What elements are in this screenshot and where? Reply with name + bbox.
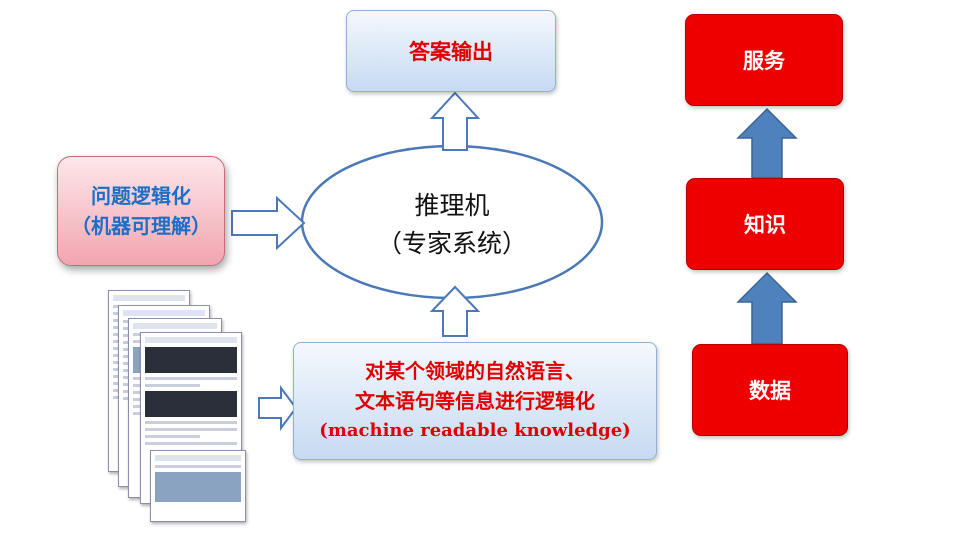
solid-arrow-knowledge-to-service [736,107,798,179]
hollow-arrow-right-to-logic [258,385,298,431]
solid-arrow-data-to-knowledge [736,271,798,345]
answer-output-label: 答案输出 [409,40,493,64]
inference-engine-title: 推理机 [414,191,490,220]
data-box: 数据 [692,344,848,436]
service-label: 服务 [743,49,785,73]
knowledge-label: 知识 [744,213,786,237]
data-label: 数据 [749,379,791,403]
document-page [150,450,246,522]
problem-logic-title: 问题逻辑化 [91,184,191,208]
answer-output-box: 答案输出 [346,10,556,92]
problem-logic-box: 问题逻辑化 （机器可理解） [57,156,225,266]
hollow-arrow-up-to-answer [429,91,481,151]
service-box: 服务 [685,14,843,106]
hollow-arrow-right-to-engine [231,195,306,251]
inference-engine-subtitle: （专家系统） [376,229,527,258]
hollow-arrow-up-to-engine [429,285,481,337]
knowledge-logic-box: 对某个领域的自然语言、 文本语句等信息进行逻辑化 (machine readab… [293,342,657,460]
knowledge-logic-line3: (machine readable knowledge) [319,420,631,441]
knowledge-box: 知识 [686,178,844,270]
knowledge-logic-line2: 文本语句等信息进行逻辑化 [355,389,595,413]
knowledge-logic-line1: 对某个领域的自然语言、 [365,359,585,383]
problem-logic-subtitle: （机器可理解） [71,214,211,238]
inference-engine-label: 推理机 （专家系统） [302,175,602,275]
